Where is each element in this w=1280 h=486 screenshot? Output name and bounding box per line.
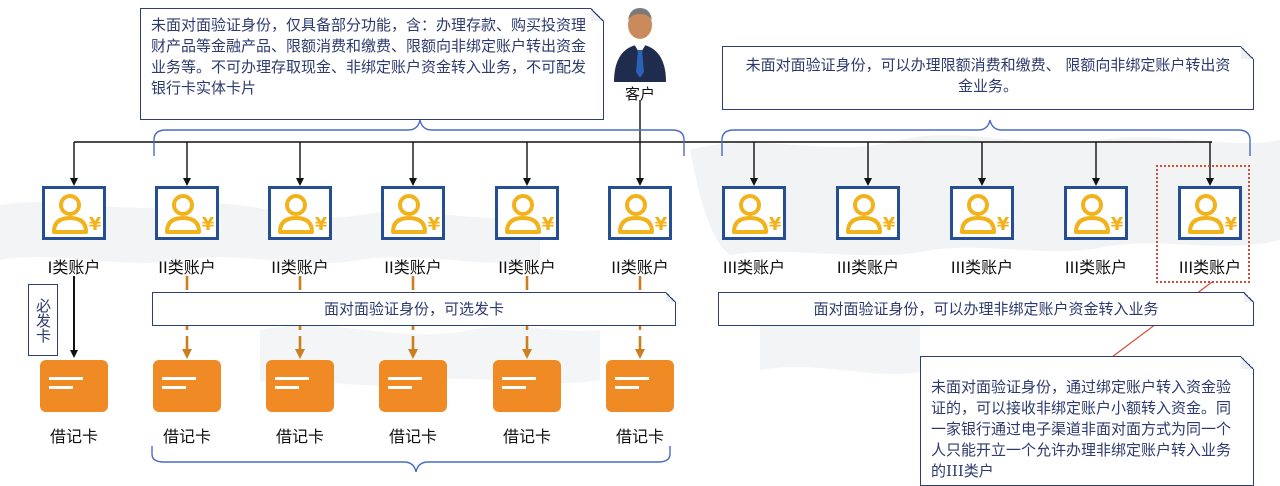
person-yen-icon: ¥	[505, 194, 555, 235]
class2-remote-note: 未面对面验证身份，仅具备部分功能，含：办理存款、购买投资理财产品等金融产品、限额…	[140, 8, 604, 120]
svg-text:¥: ¥	[202, 214, 215, 235]
person-yen-icon: ¥	[278, 194, 328, 235]
svg-text:¥: ¥	[315, 214, 328, 235]
card-stripe	[502, 377, 536, 380]
card-stripe	[615, 377, 649, 380]
card-stripe	[388, 377, 422, 380]
person-yen-icon: ¥	[52, 194, 102, 235]
person-yen-icon: ¥	[732, 194, 782, 235]
customer-label: 客户	[624, 85, 655, 103]
account-label: III类账户	[1178, 258, 1242, 277]
account-label: II类账户	[158, 258, 216, 277]
person-yen-icon: ¥	[165, 194, 215, 235]
card-stripe	[49, 386, 73, 389]
account-icon: ¥	[42, 186, 106, 240]
account-icon: ¥	[1178, 186, 1242, 240]
debit-card-label: 借记卡	[49, 427, 98, 446]
account-label: II类账户	[271, 258, 329, 277]
bank-card-icon	[493, 360, 561, 412]
debit-card-label: 借记卡	[162, 427, 211, 446]
account-label: III类账户	[722, 258, 786, 277]
account-label: II类账户	[498, 258, 556, 277]
card-stripe	[162, 386, 186, 389]
account-icon: ¥	[155, 186, 219, 240]
bank-card-icon	[266, 360, 334, 412]
debit-card-label: 借记卡	[275, 427, 324, 446]
account-label: III类账户	[1064, 258, 1128, 277]
account-icon: ¥	[608, 186, 672, 240]
svg-text:¥: ¥	[542, 214, 555, 235]
class3-top-brace	[721, 119, 1251, 156]
class3-face-to-face-band: 面对面验证身份，可以办理非绑定账户资金转入业务	[718, 292, 1254, 326]
account-icon: ¥	[495, 186, 559, 240]
person-yen-icon: ¥	[1188, 194, 1238, 235]
bank-card-icon	[379, 360, 447, 412]
card-stripe	[388, 386, 412, 389]
person-yen-icon: ¥	[846, 194, 896, 235]
svg-text:¥: ¥	[428, 214, 441, 235]
debit-card-label: 借记卡	[502, 427, 551, 446]
account-icon: ¥	[381, 186, 445, 240]
debit-card-label: 借记卡	[388, 427, 437, 446]
account-label: II类账户	[384, 258, 442, 277]
account-label: III类账户	[836, 258, 900, 277]
card-stripe	[615, 386, 639, 389]
bank-card-icon	[153, 360, 221, 412]
highlight-box	[1156, 165, 1250, 283]
account-diagram: 未面对面验证身份，仅具备部分功能，含：办理存款、购买投资理财产品等金融产品、限额…	[0, 8, 1280, 486]
bank-card-icon	[606, 360, 674, 412]
card-stripe	[502, 386, 526, 389]
debit-card-label: 借记卡	[615, 427, 664, 446]
person-yen-icon: ¥	[960, 194, 1010, 235]
must-issue-card-label: 必发卡	[28, 284, 58, 356]
class2-top-brace	[153, 119, 685, 156]
card-stripe	[275, 377, 309, 380]
svg-text:¥: ¥	[1111, 214, 1124, 235]
businessman-icon	[614, 8, 666, 82]
svg-text:¥: ¥	[1225, 214, 1238, 235]
account-label: III类账户	[950, 258, 1014, 277]
account-icon: ¥	[722, 186, 786, 240]
bottom-brace	[151, 446, 671, 472]
person-yen-icon: ¥	[618, 194, 668, 235]
person-yen-icon: ¥	[1074, 194, 1124, 235]
svg-text:¥: ¥	[883, 214, 896, 235]
bank-card-icon	[40, 360, 108, 412]
account-icon: ¥	[836, 186, 900, 240]
class3-remote-note: 未面对面验证身份，可以办理限额消费和缴费、 限额向非绑定账户转出资金业务。	[722, 46, 1254, 110]
svg-text:¥: ¥	[89, 214, 102, 235]
card-stripe	[49, 377, 83, 380]
class3-small-transfer-note: 未面对面验证身份，通过绑定账户转入资金验证的，可以接收非绑定账户小额转入资金。同…	[920, 356, 1254, 486]
card-stripe	[162, 377, 196, 380]
account-icon: ¥	[950, 186, 1014, 240]
svg-text:¥: ¥	[997, 214, 1010, 235]
svg-text:¥: ¥	[655, 214, 668, 235]
account-label: II类账户	[611, 258, 669, 277]
account-icon: ¥	[1064, 186, 1128, 240]
person-yen-icon: ¥	[391, 194, 441, 235]
account-icon: ¥	[268, 186, 332, 240]
svg-text:¥: ¥	[769, 214, 782, 235]
account-label: I类账户	[47, 258, 101, 277]
card-stripe	[275, 386, 299, 389]
class2-face-to-face-band: 面对面验证身份，可选发卡	[152, 292, 676, 326]
